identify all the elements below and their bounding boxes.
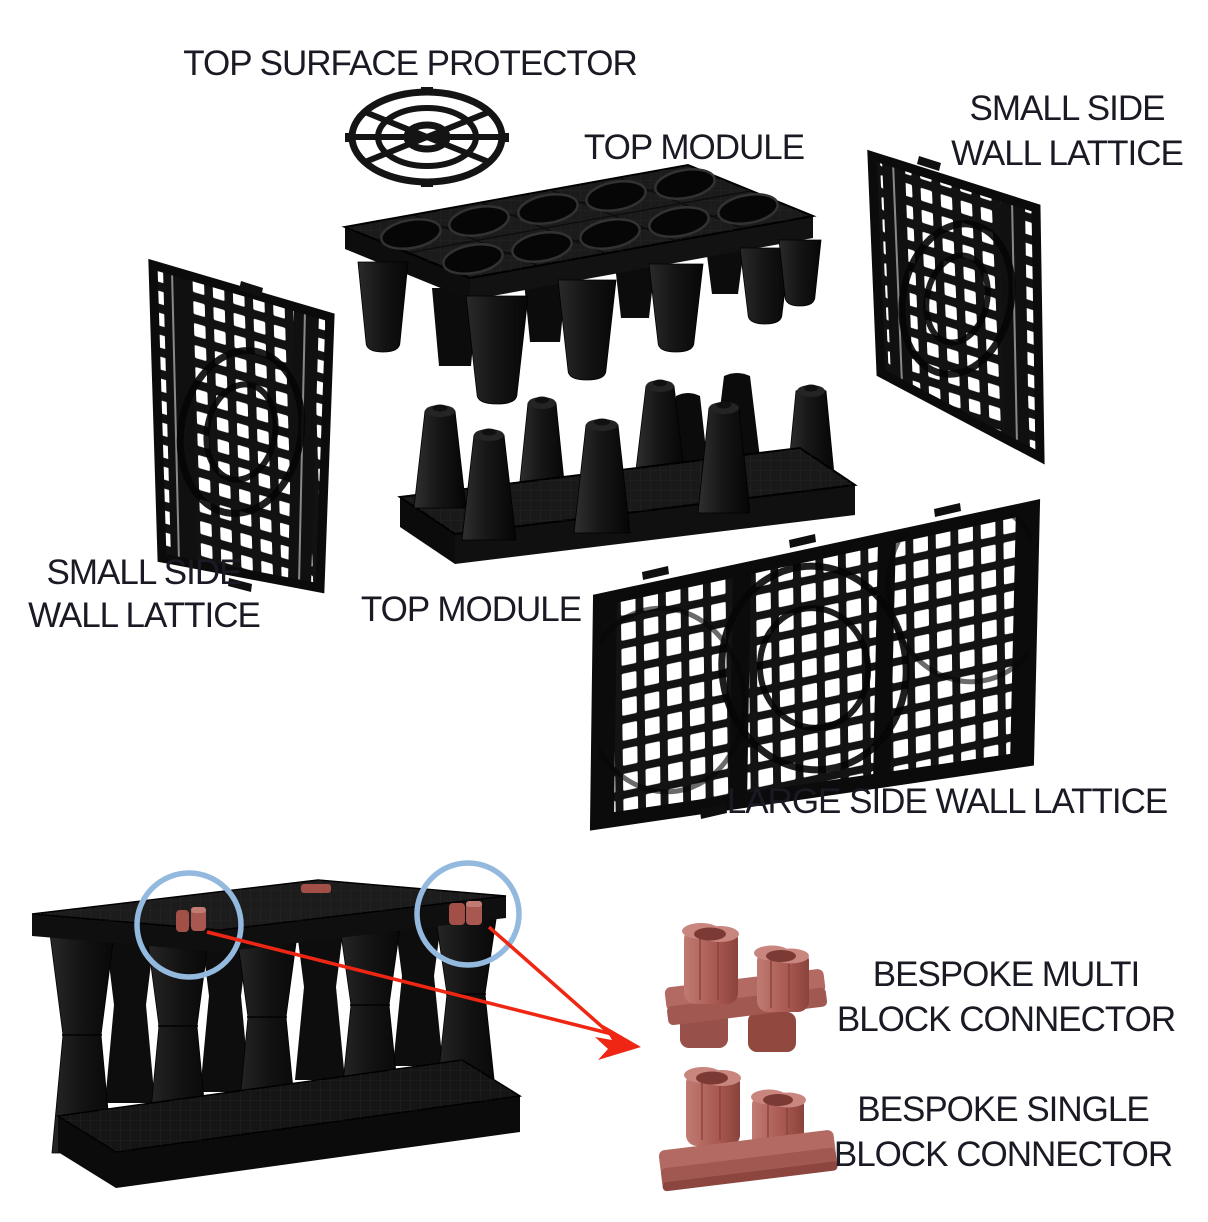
- label-line: SMALL SIDE: [969, 89, 1166, 128]
- installed-connectors: [176, 884, 482, 932]
- label-line: WALL LATTICE: [28, 596, 261, 635]
- label-single-block-connector: BESPOKE SINGLE BLOCK CONNECTOR: [833, 1087, 1173, 1177]
- label-top-module-lower: TOP MODULE: [360, 590, 582, 629]
- top-surface-protector: [345, 87, 509, 187]
- large-side-wall-lattice: [589, 499, 1041, 831]
- arrowhead-icon: [595, 1025, 641, 1060]
- label-line: BESPOKE SINGLE: [857, 1090, 1149, 1129]
- label-small-side-wall-left: SMALL SIDE WALL LATTICE: [28, 551, 261, 637]
- label-line: BESPOKE MULTI: [872, 955, 1140, 994]
- small-side-wall-lattice-right: [867, 149, 1045, 465]
- small-side-wall-lattice-left: [148, 258, 335, 594]
- label-large-side-wall: LARGE SIDE WALL LATTICE: [726, 782, 1169, 821]
- top-module-upper: [341, 163, 822, 405]
- pointer-arrows: [206, 925, 641, 1060]
- multi-block-connector: [664, 923, 828, 1052]
- highlight-circle-left: [134, 870, 244, 980]
- assembled-crate: [31, 879, 523, 1188]
- label-small-side-wall-right: SMALL SIDE WALL LATTICE: [951, 86, 1184, 176]
- label-top-module-upper: TOP MODULE: [583, 128, 805, 167]
- arrow-line-left: [206, 930, 613, 1036]
- highlight-circle-right: [414, 860, 522, 968]
- single-block-connector: [658, 1067, 838, 1192]
- label-line: BLOCK CONNECTOR: [833, 1135, 1173, 1174]
- label-multi-block-connector: BESPOKE MULTI BLOCK CONNECTOR: [836, 952, 1176, 1042]
- label-line: BLOCK CONNECTOR: [836, 1000, 1176, 1039]
- label-line: WALL LATTICE: [951, 134, 1184, 173]
- top-module-lower: [397, 373, 858, 564]
- arrow-line-right: [487, 925, 618, 1041]
- label-line: SMALL SIDE: [46, 553, 243, 592]
- label-top-surface-protector: TOP SURFACE PROTECTOR: [183, 44, 638, 83]
